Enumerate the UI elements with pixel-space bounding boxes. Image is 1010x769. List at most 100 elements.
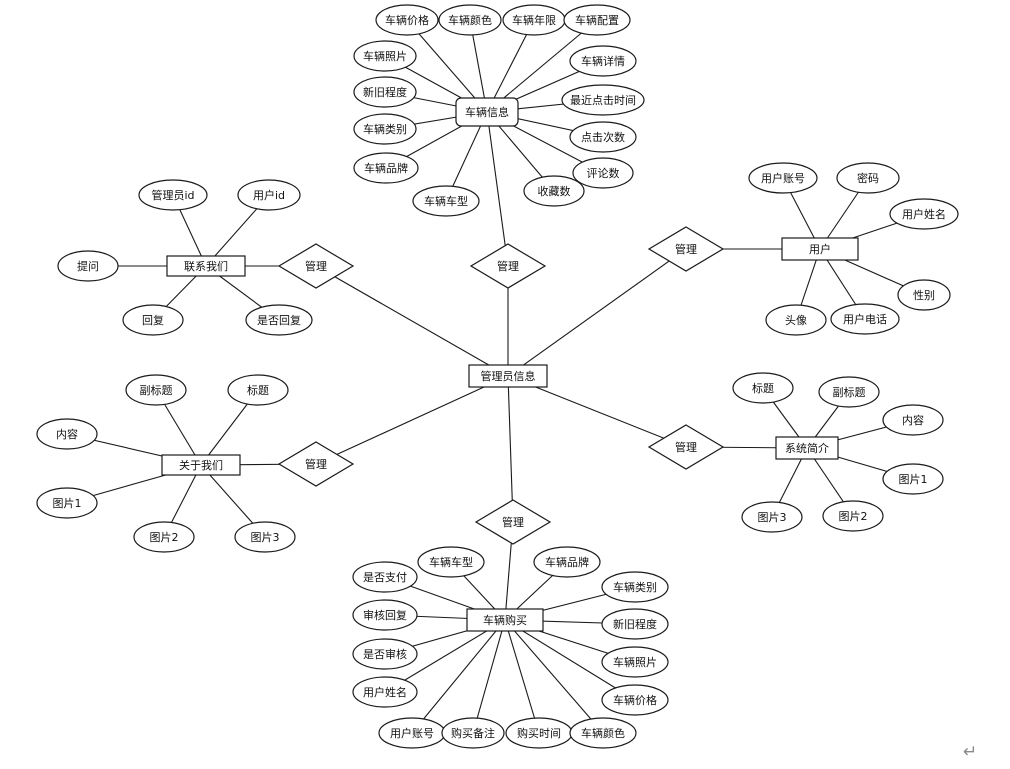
attr-purchase-note: 购买备注 <box>441 717 505 749</box>
attr-admin-id: 管理员id <box>138 179 208 211</box>
attr-image-3: 图片3 <box>234 521 296 553</box>
attr-is-replied: 是否回复 <box>245 304 313 336</box>
attribute-ellipse <box>830 303 900 335</box>
attr-vehicle-config: 车辆配置 <box>563 4 631 36</box>
attr-is-replied-label: 是否回复 <box>257 313 301 327</box>
connector-admin-r_pur <box>507 375 514 523</box>
attribute-ellipse <box>822 500 884 532</box>
connector-admin-r_user <box>507 248 687 377</box>
attr-question: 提问 <box>57 250 119 282</box>
attr-is-paid: 是否支付 <box>352 561 418 593</box>
attr-password: 密码 <box>836 162 900 194</box>
relation-diamond <box>277 243 355 289</box>
attr-vehicle-photo: 车辆照片 <box>601 646 669 678</box>
attribute-ellipse <box>441 717 505 749</box>
entity-vehicle-info: 车辆信息 <box>455 97 519 127</box>
attribute-ellipse <box>572 157 634 189</box>
attr-title: 标题 <box>732 372 794 404</box>
attr-title: 标题 <box>227 374 289 406</box>
attribute-ellipse <box>125 374 187 406</box>
attr-image-2: 图片2 <box>822 500 884 532</box>
relation-manage-purchase: 管理 <box>474 499 552 545</box>
attr-user-account: 用户账号 <box>378 717 446 749</box>
relation-diamond <box>647 424 725 470</box>
attr-vehicle-brand-label: 车辆品牌 <box>545 555 589 569</box>
attribute-ellipse <box>375 4 439 36</box>
attr-condition: 新旧程度 <box>353 76 417 108</box>
attr-image-1: 图片1 <box>36 487 98 519</box>
attribute-ellipse <box>818 376 880 408</box>
entity-contact-us-label: 联系我们 <box>184 259 228 273</box>
attr-last-click-time: 最近点击时间 <box>561 84 645 116</box>
attribute-ellipse <box>601 646 669 678</box>
attr-password-label: 密码 <box>857 171 879 185</box>
attr-vehicle-photo-label: 车辆照片 <box>363 49 407 63</box>
attribute-ellipse <box>601 684 669 716</box>
attribute-ellipse <box>897 279 951 311</box>
relation-manage-system: 管理 <box>647 424 725 470</box>
attr-vehicle-model: 车辆车型 <box>412 185 480 217</box>
attr-vehicle-years-label: 车辆年限 <box>512 13 556 27</box>
attr-user-phone-label: 用户电话 <box>843 312 887 326</box>
attr-reply: 回复 <box>122 304 184 336</box>
attribute-ellipse <box>732 372 794 404</box>
attr-is-reviewed: 是否审核 <box>352 638 418 670</box>
attr-purchase-note-label: 购买备注 <box>451 726 495 740</box>
attr-vehicle-price: 车辆价格 <box>375 4 439 36</box>
attr-vehicle-price-label: 车辆价格 <box>613 693 657 707</box>
contact-us-box <box>166 255 246 277</box>
attribute-ellipse <box>569 717 637 749</box>
attribute-ellipse <box>352 561 418 593</box>
attr-admin-id-label: 管理员id <box>151 188 194 202</box>
attr-content: 内容 <box>36 418 98 450</box>
attribute-ellipse <box>227 374 289 406</box>
attr-vehicle-model-label: 车辆车型 <box>429 555 473 569</box>
attr-user-account-label: 用户账号 <box>390 726 434 740</box>
attribute-ellipse <box>569 45 637 77</box>
attr-vehicle-price-label: 车辆价格 <box>385 13 429 27</box>
attr-condition-label: 新旧程度 <box>363 85 407 99</box>
attr-condition-label: 新旧程度 <box>613 617 657 631</box>
relation-manage-purchase-label: 管理 <box>502 515 524 529</box>
attr-image-3-label: 图片3 <box>758 511 787 524</box>
attr-condition: 新旧程度 <box>601 608 669 640</box>
attr-favorite-count: 收藏数 <box>523 175 585 207</box>
attr-subtitle: 副标题 <box>125 374 187 406</box>
relation-manage-about: 管理 <box>277 441 355 487</box>
connector-admin-r_about <box>315 375 509 465</box>
attr-user-id: 用户id <box>237 179 301 211</box>
entity-user-label: 用户 <box>809 242 831 256</box>
entity-system-intro-label: 系统简介 <box>785 441 829 455</box>
attr-reply-label: 回复 <box>142 313 164 327</box>
admin-info-box <box>468 364 548 388</box>
attr-is-paid-label: 是否支付 <box>363 571 407 584</box>
attribute-ellipse <box>133 521 195 553</box>
attr-is-reviewed-label: 是否审核 <box>363 647 407 661</box>
attribute-ellipse <box>245 304 313 336</box>
attribute-ellipse <box>353 152 419 184</box>
attribute-ellipse <box>36 418 98 450</box>
relation-diamond <box>647 226 725 272</box>
attr-vehicle-category: 车辆类别 <box>601 571 669 603</box>
attr-comment-count: 评论数 <box>572 157 634 189</box>
attr-content: 内容 <box>882 404 944 436</box>
attribute-ellipse <box>882 404 944 436</box>
attribute-ellipse <box>563 4 631 36</box>
attr-user-name-label: 用户姓名 <box>363 685 407 699</box>
attr-vehicle-color: 车辆颜色 <box>438 4 502 36</box>
connector-pur-p12 <box>504 619 540 734</box>
attribute-ellipse <box>889 198 959 230</box>
relation-diamond <box>277 441 355 487</box>
attr-review-reply-label: 审核回复 <box>363 608 407 622</box>
attribute-ellipse <box>438 4 502 36</box>
attribute-ellipse <box>138 179 208 211</box>
attr-avatar-label: 头像 <box>785 314 807 327</box>
attr-image-2-label: 图片2 <box>839 510 868 523</box>
entity-admin-info-label: 管理员信息 <box>481 369 536 383</box>
attr-vehicle-brand: 车辆品牌 <box>533 546 601 578</box>
attr-content-label: 内容 <box>902 413 924 427</box>
vehicle-purchase-box <box>466 608 544 632</box>
connector-pur-p10 <box>411 619 506 734</box>
attr-image-2: 图片2 <box>133 521 195 553</box>
